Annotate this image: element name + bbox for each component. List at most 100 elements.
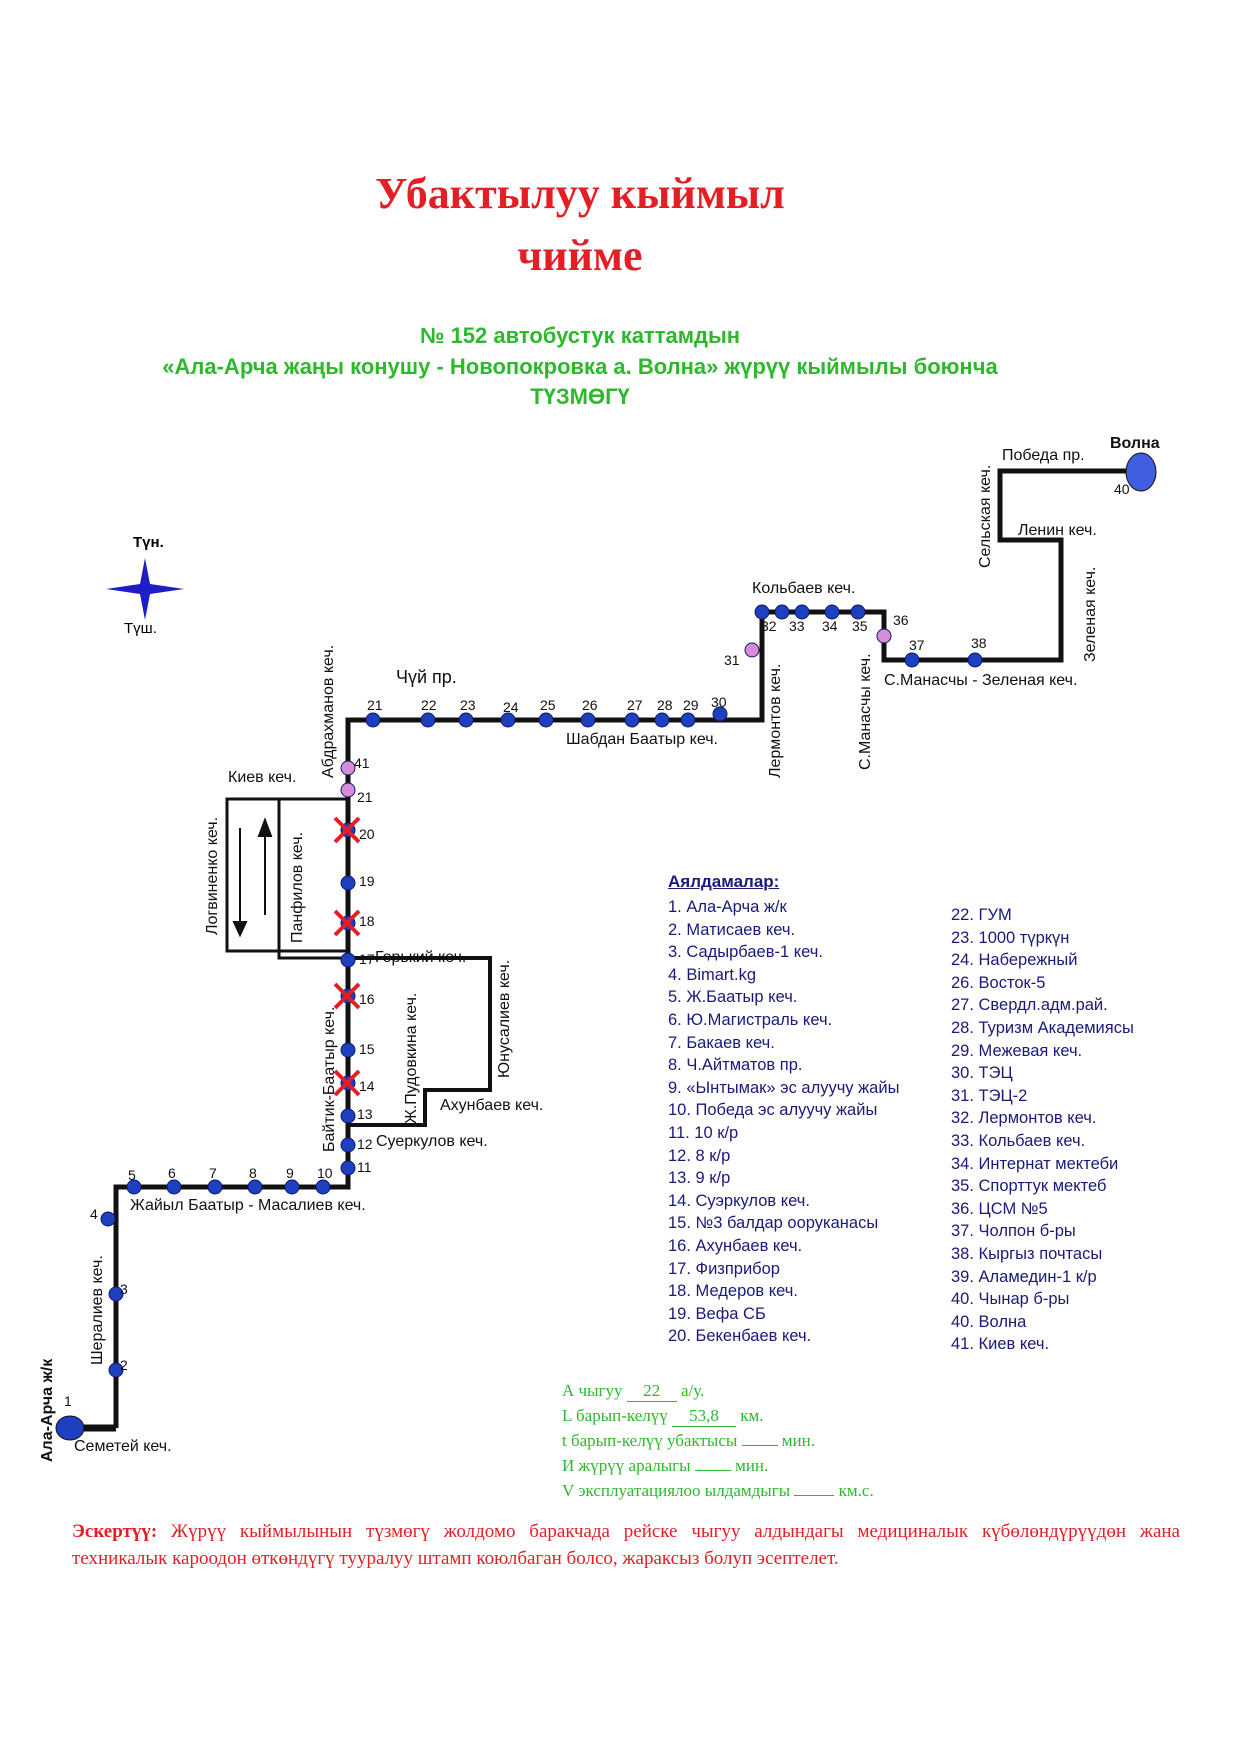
closed-stop-14-icon <box>333 1069 361 1097</box>
bus-stop-icon <box>284 1179 300 1195</box>
stop-label-37: 37 <box>909 637 925 653</box>
param-v: V эксплуатациялоо ылдамдыгы км.с. <box>562 1481 874 1501</box>
bus-stop-icon <box>108 1362 124 1378</box>
terminal-volna-icon <box>1125 452 1157 492</box>
bus-stop-icon <box>794 604 810 620</box>
bus-stop-icon <box>712 706 728 722</box>
param-i-unit: мин. <box>735 1456 769 1475</box>
legend-stop-item: 33. Кольбаев кеч. <box>951 1131 1086 1150</box>
stop-label-30: 30 <box>711 694 727 710</box>
stop-label-16: 16 <box>359 991 375 1007</box>
legend-stop-item: 38. Кыргыз почтасы <box>951 1244 1103 1263</box>
param-a-label: А чыгуу <box>562 1381 623 1400</box>
stop-label-19: 19 <box>359 873 375 889</box>
stop-label-24: 24 <box>503 699 519 715</box>
param-t-unit: мин. <box>781 1431 815 1450</box>
stop-label-17: 17 <box>359 951 375 967</box>
street-shabdan: Шабдан Баатыр кеч. <box>566 731 718 748</box>
legend-stop-item: 10. Победа эс алуучу жайы <box>668 1101 878 1120</box>
stop-label-12: 12 <box>357 1136 373 1152</box>
stop-label-20: 20 <box>359 826 375 842</box>
street-yunusaliev: Юнусалиев кеч. <box>496 960 513 1078</box>
street-logvinenko: Логвиненко кеч. <box>204 817 221 935</box>
legend-stop-item: 8. Ч.Айтматов пр. <box>668 1056 803 1075</box>
street-manaschy-zelenaya: С.Манасчы - Зеленая кеч. <box>884 672 1077 689</box>
stop-label-15: 15 <box>359 1041 375 1057</box>
stop-label-23: 23 <box>460 697 476 713</box>
legend-stop-item: 35. Спорттук мектеб <box>951 1177 1107 1196</box>
param-a-unit: а/у. <box>680 1381 705 1400</box>
bus-stop-icon <box>340 875 356 891</box>
street-ala-archa: Ала-Арча ж/к <box>39 1358 56 1462</box>
bus-stop-icon <box>580 712 596 728</box>
legend-stop-item: 2. Матисаев кеч. <box>668 920 796 939</box>
bus-stop-icon <box>340 760 356 776</box>
param-t: t барып-келүү убактысы мин. <box>562 1431 815 1451</box>
legend-stop-item: 28. Туризм Академиясы <box>951 1018 1134 1037</box>
stop-label-18: 18 <box>359 913 375 929</box>
stop-label-11: 11 <box>357 1159 372 1175</box>
bus-stop-icon <box>624 712 640 728</box>
legend-stop-item: 22. ГУМ <box>951 906 1012 924</box>
param-i-label: И жүрүү аралыгы <box>562 1456 691 1475</box>
bus-stop-icon <box>340 1108 356 1124</box>
legend-stop-item: 16. Ахунбаев кеч. <box>668 1236 803 1255</box>
bus-stop-icon <box>850 604 866 620</box>
stop-label-25: 25 <box>540 697 556 713</box>
legend-stop-item: 40. Волна <box>951 1312 1027 1331</box>
bus-stop-icon <box>774 604 790 620</box>
bus-stop-icon <box>744 642 760 658</box>
bus-stop-icon <box>100 1211 116 1227</box>
legend-stop-item: 40. Чынар б-ры <box>951 1290 1070 1309</box>
bus-stop-icon <box>166 1179 182 1195</box>
street-pobeda: Победа пр. <box>1002 447 1085 464</box>
compass-star-icon <box>106 558 184 620</box>
stop-label-26: 26 <box>582 697 598 713</box>
street-sheraliev: Шералиев кеч. <box>89 1255 106 1365</box>
param-t-blank <box>741 1445 778 1446</box>
bus-stop-icon <box>365 712 381 728</box>
compass-south-label: Түш. <box>124 620 157 637</box>
bus-stop-icon <box>340 1160 356 1176</box>
stop-label-7: 7 <box>209 1165 217 1181</box>
street-labels: Победа пр. Волна Сельская кеч. Ленин кеч… <box>39 435 1160 1462</box>
legend-stop-item: 17. Физприбор <box>668 1259 780 1278</box>
param-l: L барып-келүү 53,8 км. <box>562 1406 764 1427</box>
stop-label-28: 28 <box>657 697 673 713</box>
stop-label-29: 29 <box>683 697 699 713</box>
bus-stop-icon <box>340 1042 356 1058</box>
bus-stop-icon <box>538 712 554 728</box>
compass-north-label: Түн. <box>133 534 164 551</box>
subtitle-line-3: ТҮЗМӨГҮ <box>530 384 630 409</box>
bus-stop-icon <box>967 652 983 668</box>
stop-label-14: 14 <box>359 1078 375 1094</box>
street-lenin: Ленин кеч. <box>1018 522 1097 539</box>
legend-stop-item: 30. ТЭЦ <box>951 1064 1013 1083</box>
note-label: Эскертүү: <box>72 1521 158 1542</box>
param-i: И жүрүү аралыгы мин. <box>562 1456 768 1476</box>
street-akhunbaev: Ахунбаев кеч. <box>440 1097 543 1114</box>
bus-stop-icon <box>108 1286 124 1302</box>
stop-number-labels: 1 2 3 4 5 6 7 8 9 10 11 12 13 14 15 16 1… <box>64 481 1130 1409</box>
bus-stop-icon <box>654 712 670 728</box>
legend-stop-item: 26. Восток-5 <box>951 973 1046 992</box>
stop-label-21-lower: 21 <box>357 789 373 805</box>
stop-label-35: 35 <box>852 618 868 634</box>
street-selskaya: Сельская кеч. <box>977 465 994 568</box>
legend-stop-item: 37. Чолпон б-ры <box>951 1222 1076 1241</box>
param-l-value: 53,8 <box>672 1406 736 1427</box>
param-t-label: t барып-келүү убактысы <box>562 1431 738 1450</box>
legend-stop-item: 7. Бакаев кеч. <box>668 1033 775 1052</box>
bus-stop-icon <box>340 1137 356 1153</box>
legend-stop-item: 15. №3 балдар ооруканасы <box>668 1214 879 1233</box>
street-kiev: Киев кеч. <box>228 769 296 786</box>
bus-stop-icon <box>340 782 356 798</box>
page-title-line-2: чийме <box>517 231 643 280</box>
stop-label-2: 2 <box>120 1357 128 1373</box>
legend-stop-item: 24. Набережный <box>951 951 1078 970</box>
subtitle-line-1: № 152 автобустук каттамдын <box>419 323 741 348</box>
street-lermontov: Лермонтов кеч. <box>767 664 784 778</box>
street-semetey: Семетей кеч. <box>74 1438 172 1455</box>
